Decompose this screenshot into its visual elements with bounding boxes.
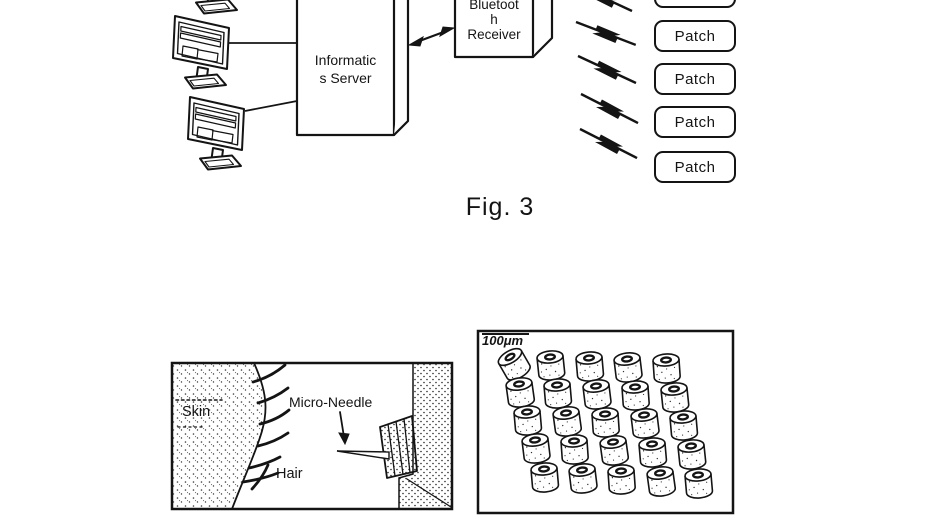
needle-pointer-arrow bbox=[338, 411, 350, 446]
patch-label: Patch bbox=[674, 158, 716, 176]
lightning-bolt-icon bbox=[580, 94, 639, 123]
wireless-signal-icons bbox=[574, 0, 639, 158]
patch-label: Patch bbox=[674, 113, 716, 131]
bluetooth-receiver-label: Bluetoot h Receiver bbox=[467, 0, 521, 42]
skin-label: Skin bbox=[182, 404, 211, 420]
micro-needle-label: Micro-Needle bbox=[289, 394, 373, 410]
bluetooth-receiver-box bbox=[453, 0, 554, 59]
computer-monitor-icon bbox=[187, 96, 245, 171]
network-lines bbox=[229, 42, 298, 112]
workstation-icons bbox=[172, 0, 245, 171]
informatics-server-box bbox=[295, 0, 410, 137]
skin-illustration bbox=[170, 361, 454, 511]
informatics-server-label: Informatic s Server bbox=[314, 52, 377, 86]
patch-box: Patch bbox=[654, 20, 736, 52]
lightning-bolt-icon bbox=[579, 129, 638, 158]
microneedle-device bbox=[379, 415, 418, 479]
hair-strands bbox=[241, 363, 291, 491]
patch-box: Patch bbox=[654, 63, 736, 95]
computer-monitor-icon bbox=[172, 15, 230, 90]
lightning-bolt-icon bbox=[576, 18, 636, 49]
computer-monitor-icon bbox=[183, 0, 241, 15]
microneedle-array-illustration bbox=[476, 329, 735, 515]
lightning-bolt-icon bbox=[574, 0, 632, 11]
double-arrow-icon bbox=[407, 26, 456, 47]
lightning-bolt-icon bbox=[578, 56, 636, 83]
patch-box: Patch bbox=[654, 151, 736, 183]
patch-box: Patch bbox=[654, 106, 736, 138]
hair-label: Hair bbox=[276, 466, 303, 482]
patch-box-partial bbox=[654, 0, 736, 8]
patch-label: Patch bbox=[674, 27, 716, 45]
needle-shape bbox=[336, 450, 390, 460]
figure-caption: Fig. 3 bbox=[465, 193, 535, 221]
patch-label: Patch bbox=[674, 70, 716, 88]
scale-bar-label: 100μm bbox=[482, 333, 524, 348]
